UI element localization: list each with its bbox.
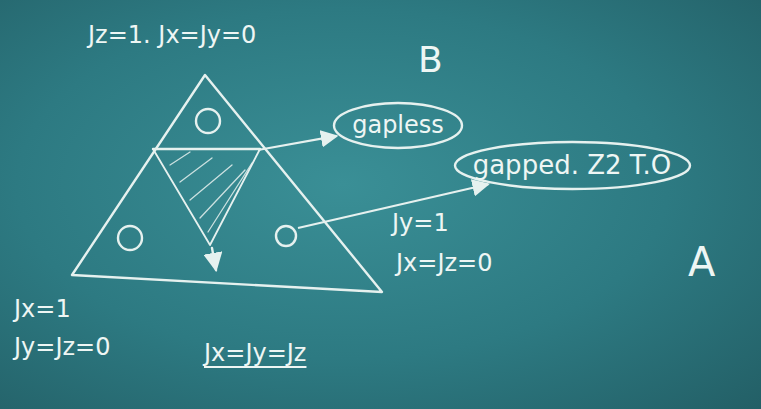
circled-phase: gapless <box>332 101 464 150</box>
phase-label: gapped. Z2 T.O <box>473 151 672 180</box>
hatching <box>170 152 252 232</box>
circled-phase: gapped. Z2 T.O <box>453 140 692 191</box>
pointer-arrow <box>258 136 337 150</box>
chalk-label: Jz=1. Jx=Jy=0 <box>88 22 256 48</box>
corner-circle <box>118 226 142 250</box>
inner-triangle <box>153 149 260 245</box>
chalk-label: Jy=Jz=0 <box>14 334 110 360</box>
chalk-label: B <box>418 40 443 80</box>
outer-triangle <box>72 75 382 292</box>
chalk-label: Jy=1 <box>392 210 449 236</box>
chalk-label: Jx=Jz=0 <box>396 250 492 276</box>
chalk-label: Jx=Jy=Jz <box>204 340 306 366</box>
chalk-label: Jx=1 <box>14 296 71 322</box>
corner-circle <box>276 226 296 246</box>
pointer-arrow <box>212 248 216 270</box>
phase-label: gapless <box>352 112 444 138</box>
corner-circle <box>196 109 220 133</box>
chalk-label: A <box>688 240 715 284</box>
